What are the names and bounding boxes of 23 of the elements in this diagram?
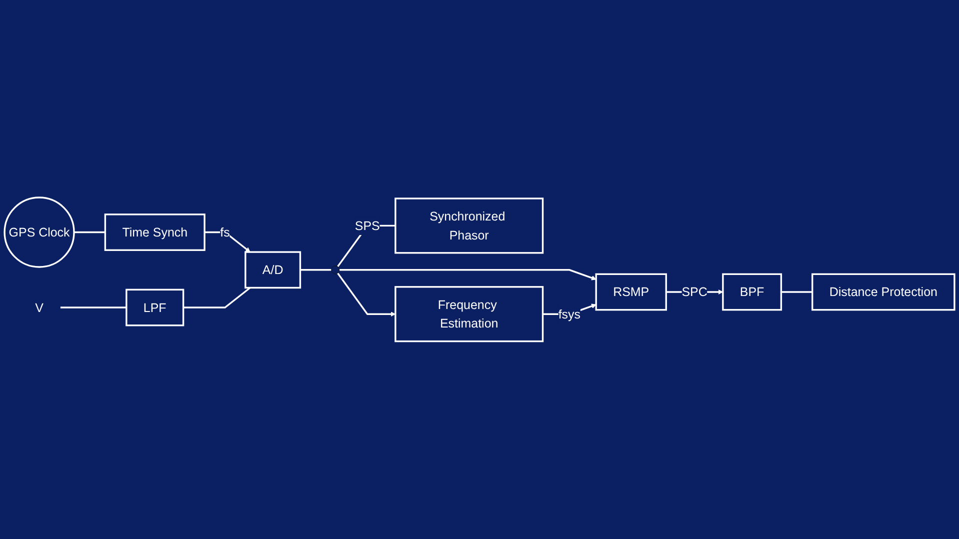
node-box: LPF: [126, 288, 184, 326]
node-text: V: [35, 300, 44, 315]
edge-label: SPS: [354, 218, 380, 233]
node-box: Time Synch: [104, 214, 206, 252]
edge-label: fs: [220, 225, 230, 240]
node-circle: [331, 266, 340, 274]
node-box: A/D: [244, 251, 302, 289]
arrow: [336, 272, 396, 317]
connector: [60, 306, 126, 308]
node-box: BPF: [722, 273, 782, 311]
arrow: [339, 269, 596, 280]
node-box: RSMP: [595, 273, 667, 311]
connector: [300, 269, 332, 271]
node-circle: GPS Clock: [4, 196, 75, 268]
connector: [183, 287, 251, 308]
node-box: Distance Protection: [812, 273, 956, 311]
edge-label: SPC: [682, 284, 708, 300]
node-box: Frequency Estimation: [394, 286, 544, 342]
arrow: [204, 232, 250, 252]
connector: [74, 232, 106, 234]
node-box: Synchronized Phasor: [394, 198, 544, 254]
edge-label: fsys: [558, 307, 581, 322]
connector: [781, 291, 812, 293]
